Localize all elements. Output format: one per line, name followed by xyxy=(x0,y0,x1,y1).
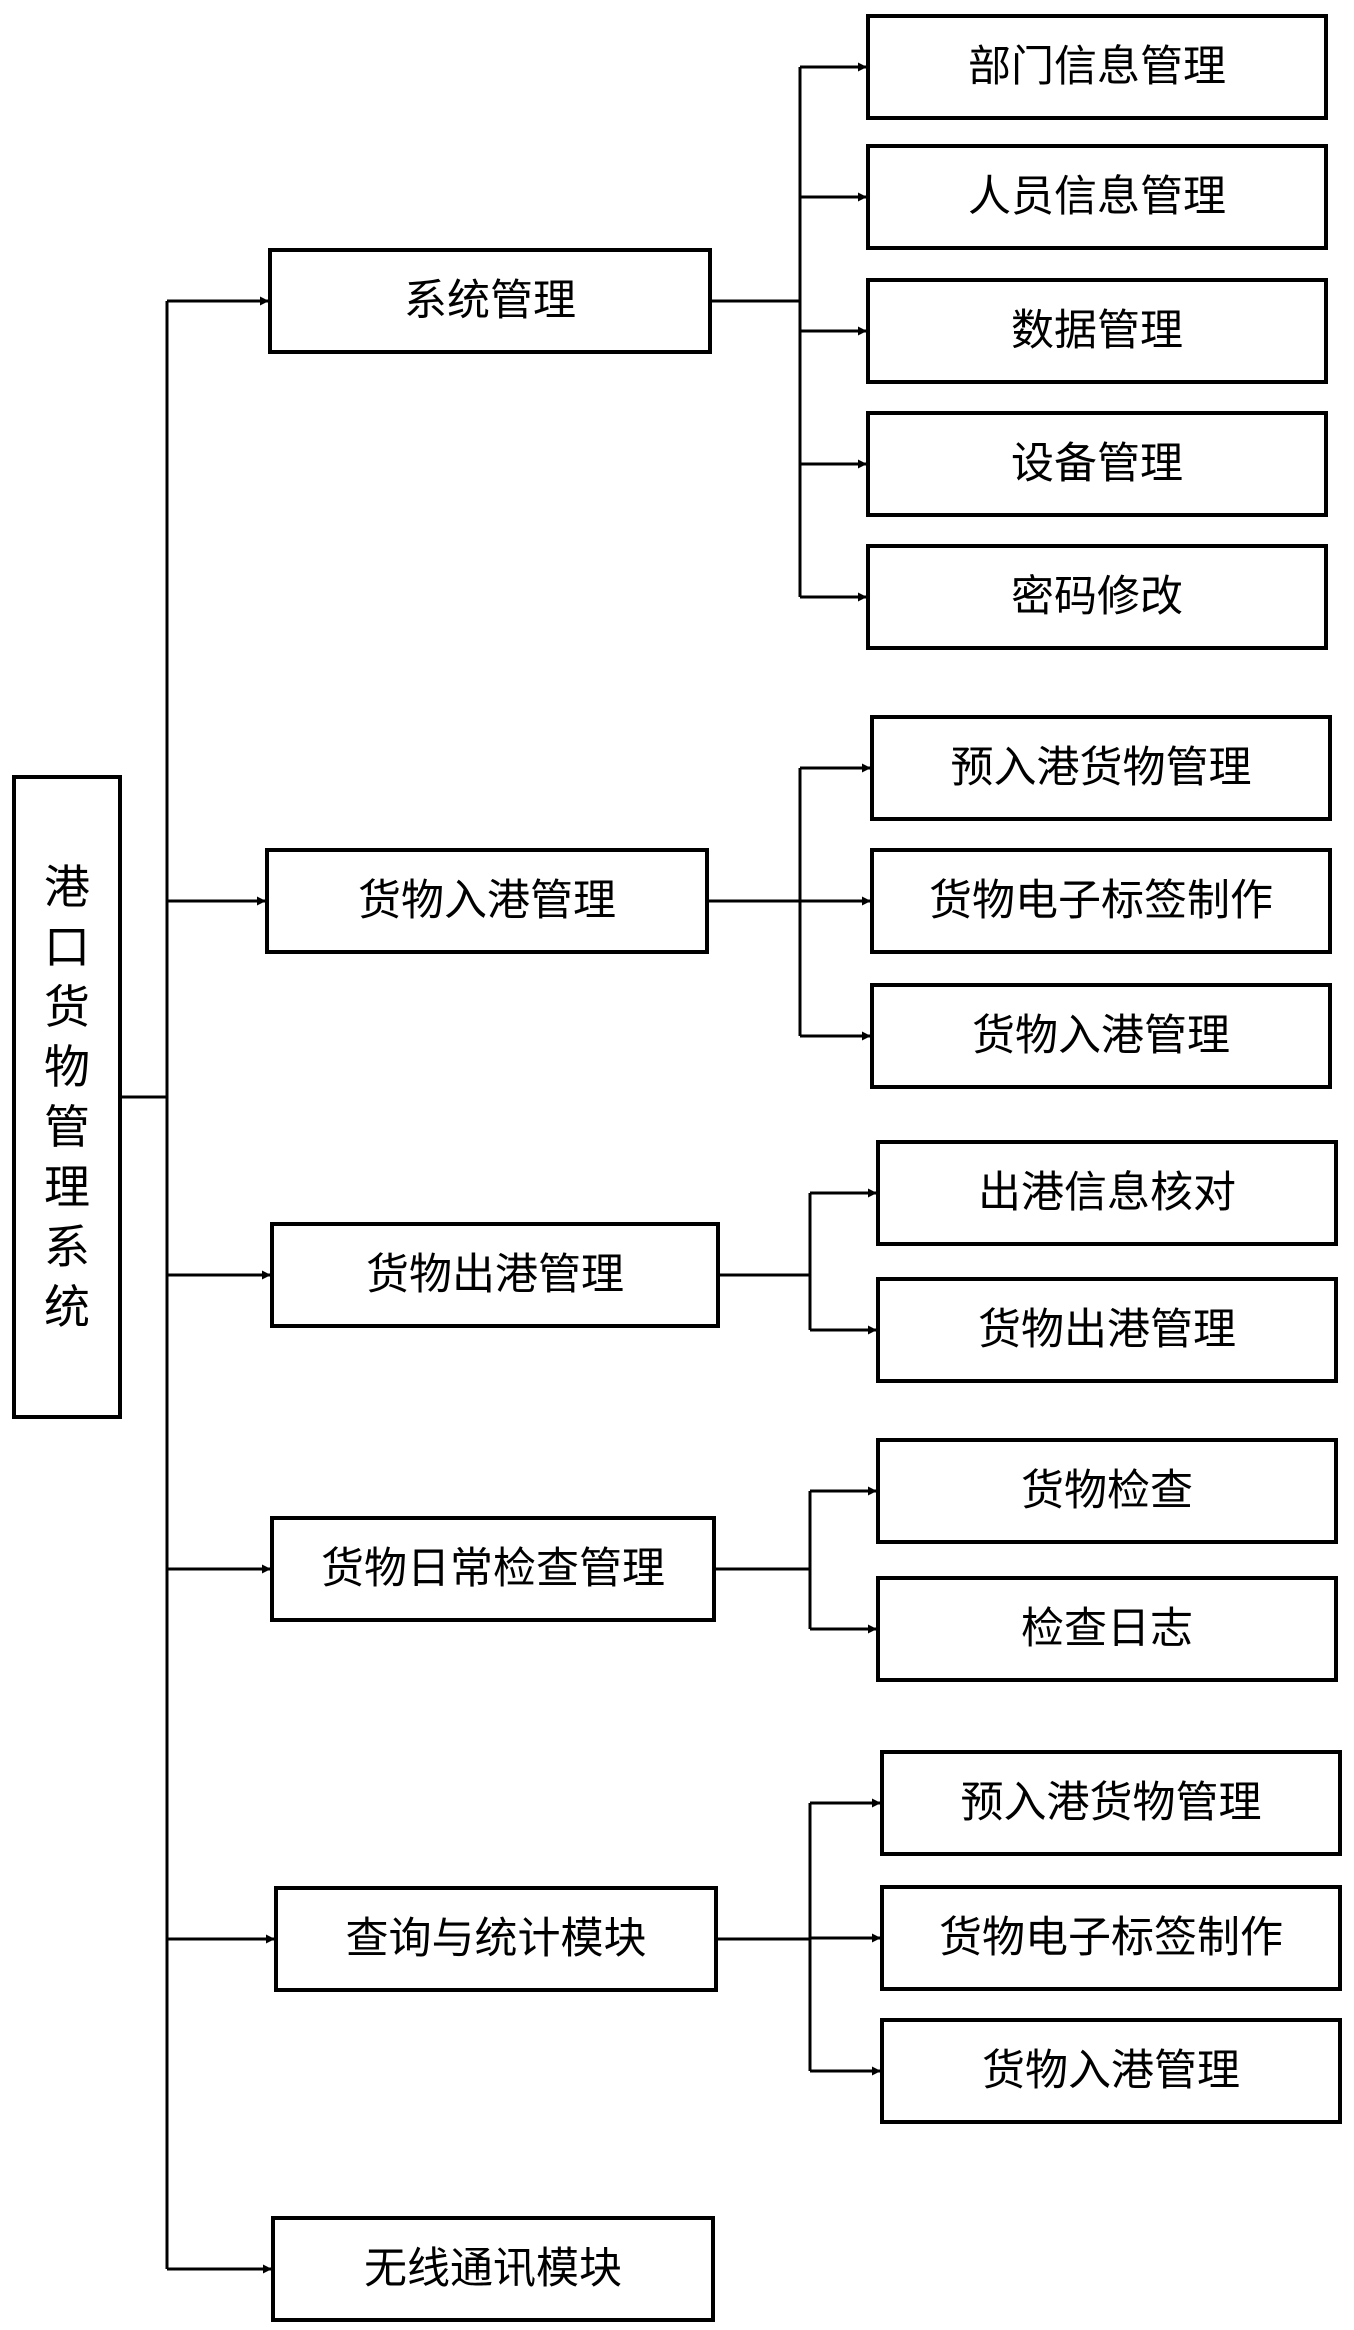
module-box-3: 货物出港管理 xyxy=(270,1222,720,1328)
root-node: 港口货物管理系统 xyxy=(12,775,122,1419)
module-box-6: 无线通讯模块 xyxy=(271,2216,715,2322)
module-2-child-1: 预入港货物管理 xyxy=(870,715,1332,821)
module-box-4: 货物日常检查管理 xyxy=(270,1516,716,1622)
module-3-child-1: 出港信息核对 xyxy=(876,1140,1338,1246)
module-4-child-2: 检查日志 xyxy=(876,1576,1338,1682)
module-box-2-label: 货物入港管理 xyxy=(358,876,616,926)
module-2-child-3-label: 货物入港管理 xyxy=(972,1011,1230,1061)
module-1-child-4: 设备管理 xyxy=(866,411,1328,517)
module-box-5: 查询与统计模块 xyxy=(274,1886,718,1992)
module-2-child-3: 货物入港管理 xyxy=(870,983,1332,1089)
root-node-frame xyxy=(12,775,122,1419)
module-5-child-3-frame xyxy=(880,2018,1342,2124)
module-box-4-label: 货物日常检查管理 xyxy=(321,1544,665,1594)
root-node-label: 港口货物管理系统 xyxy=(44,860,90,1334)
module-5-child-3-label: 货物入港管理 xyxy=(982,2046,1240,2096)
module-box-6-frame xyxy=(271,2216,715,2322)
module-box-1-frame xyxy=(268,248,712,354)
module-1-child-5-label: 密码修改 xyxy=(1011,572,1183,622)
module-1-child-2-label: 人员信息管理 xyxy=(968,172,1226,222)
module-1-child-4-frame xyxy=(866,411,1328,517)
module-2-child-2-frame xyxy=(870,848,1332,954)
module-1-child-5-frame xyxy=(866,544,1328,650)
module-1-child-1-label: 部门信息管理 xyxy=(968,42,1226,92)
module-5-child-3: 货物入港管理 xyxy=(880,2018,1342,2124)
module-4-child-2-frame xyxy=(876,1576,1338,1682)
module-box-5-frame xyxy=(274,1886,718,1992)
module-4-child-1-frame xyxy=(876,1438,1338,1544)
module-2-child-1-label: 预入港货物管理 xyxy=(951,743,1252,793)
module-2-child-2-label: 货物电子标签制作 xyxy=(929,876,1273,926)
module-box-3-label: 货物出港管理 xyxy=(366,1250,624,1300)
module-3-child-2: 货物出港管理 xyxy=(876,1277,1338,1383)
module-3-child-2-label: 货物出港管理 xyxy=(978,1305,1236,1355)
module-3-child-1-frame xyxy=(876,1140,1338,1246)
module-1-child-4-label: 设备管理 xyxy=(1011,439,1183,489)
connector-lines xyxy=(120,62,881,2274)
module-5-child-1-label: 预入港货物管理 xyxy=(961,1778,1262,1828)
module-1-child-1-frame xyxy=(866,14,1328,120)
module-4-child-1: 货物检查 xyxy=(876,1438,1338,1544)
module-box-1: 系统管理 xyxy=(268,248,712,354)
module-1-child-3: 数据管理 xyxy=(866,278,1328,384)
module-5-child-1: 预入港货物管理 xyxy=(880,1750,1342,1856)
module-box-3-frame xyxy=(270,1222,720,1328)
module-2-child-2: 货物电子标签制作 xyxy=(870,848,1332,954)
module-1-child-3-frame xyxy=(866,278,1328,384)
module-2-child-3-frame xyxy=(870,983,1332,1089)
module-box-4-frame xyxy=(270,1516,716,1622)
module-5-child-1-frame xyxy=(880,1750,1342,1856)
module-3-child-1-label: 出港信息核对 xyxy=(978,1168,1236,1218)
module-4-child-1-label: 货物检查 xyxy=(1021,1466,1193,1516)
module-1-child-3-label: 数据管理 xyxy=(1011,306,1183,356)
module-4-child-2-label: 检查日志 xyxy=(1021,1604,1193,1654)
module-box-2-frame xyxy=(265,848,709,954)
module-box-1-label: 系统管理 xyxy=(404,276,576,326)
module-box-5-label: 查询与统计模块 xyxy=(346,1914,647,1964)
module-5-child-2-label: 货物电子标签制作 xyxy=(939,1913,1283,1963)
module-box-6-label: 无线通讯模块 xyxy=(364,2244,622,2294)
module-5-child-2-frame xyxy=(880,1885,1342,1991)
module-1-child-2: 人员信息管理 xyxy=(866,144,1328,250)
module-2-child-1-frame xyxy=(870,715,1332,821)
module-1-child-1: 部门信息管理 xyxy=(866,14,1328,120)
module-1-child-2-frame xyxy=(866,144,1328,250)
module-box-2: 货物入港管理 xyxy=(265,848,709,954)
module-3-child-2-frame xyxy=(876,1277,1338,1383)
module-5-child-2: 货物电子标签制作 xyxy=(880,1885,1342,1991)
module-1-child-5: 密码修改 xyxy=(866,544,1328,650)
diagram-nodes: 港口货物管理系统 系统管理 部门信息管理人员信息管理数据管理设备管理密码修改货物入港… xyxy=(12,14,1342,2322)
